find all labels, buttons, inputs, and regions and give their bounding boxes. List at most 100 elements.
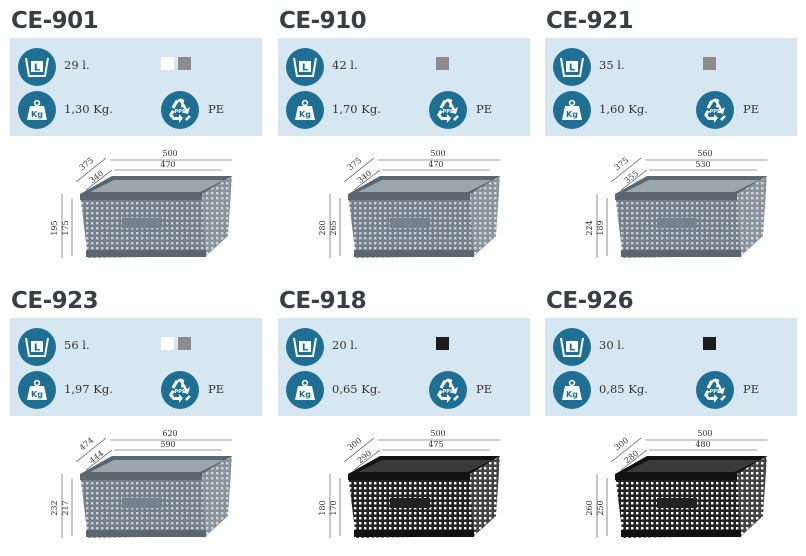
spec-panel: L 20 l. Kg 0,65 Kg. [278, 318, 530, 416]
color-swatch [703, 337, 716, 350]
dim-line [620, 449, 648, 471]
dim-length-inner: 480 [695, 440, 710, 449]
kg-label: Kg [31, 390, 43, 399]
weight-kg-icon: Kg [18, 371, 56, 409]
svg-text:L: L [569, 343, 576, 354]
crate-side [202, 456, 232, 536]
recycle-pp-icon: PPS [161, 91, 199, 129]
material-value: PE [208, 382, 225, 396]
color-swatch [436, 57, 449, 70]
product-card-ce-926: CE-926 L 30 l. Kg 0,85 Kg. [545, 284, 797, 538]
kg-label: Kg [31, 110, 43, 119]
crate-base [354, 530, 474, 537]
svg-text:L: L [34, 63, 41, 74]
crate-front-rim [80, 474, 202, 480]
kg-label: Kg [299, 110, 311, 119]
dim-width-outer: 375 [346, 156, 364, 173]
dim-length-inner: 530 [695, 160, 710, 169]
crate-label-plate [122, 218, 162, 228]
crate-base [86, 530, 206, 537]
volume-icon: L [553, 328, 591, 366]
spec-panel: L 35 l. Kg 1,60 Kg. [545, 38, 797, 136]
volume-value: 29 l. [64, 58, 90, 72]
crate-base [354, 250, 474, 257]
color-swatch [161, 337, 174, 350]
dim-height-inner: 250 [596, 500, 605, 515]
crate-side [202, 176, 232, 256]
dim-length-outer: 500 [430, 429, 445, 438]
dim-length-outer: 560 [697, 149, 712, 158]
dim-height-inner: 217 [61, 500, 70, 515]
dim-line [343, 437, 375, 463]
volume-value: 30 l. [599, 338, 625, 352]
product-code: CE-918 [279, 288, 367, 314]
volume-icon: L [18, 48, 56, 86]
crate-front-rim [615, 474, 737, 480]
volume-value: 56 l. [64, 338, 90, 352]
product-card-ce-918: CE-918 L 20 l. Kg 0,65 Kg. [278, 284, 530, 538]
color-swatch [436, 337, 449, 350]
recycle-pp-icon: PPS [696, 371, 734, 409]
dim-length-outer: 500 [430, 149, 445, 158]
crate-inner [358, 460, 492, 472]
weight-kg-icon: Kg [553, 91, 591, 129]
crate-front-rim [80, 194, 202, 200]
dim-height-inner: 189 [596, 220, 605, 235]
kg-label: Kg [299, 390, 311, 399]
dim-length-inner: 475 [428, 440, 443, 449]
crate-inner [358, 180, 492, 192]
weight-value: 0,65 Kg. [332, 382, 381, 396]
recycle-label: PPS [443, 109, 454, 115]
weight-value: 1,30 Kg. [64, 102, 113, 116]
material-value: PE [743, 382, 760, 396]
dim-height-inner: 265 [329, 220, 338, 235]
crate-front-rim [348, 194, 470, 200]
crate-base [86, 250, 206, 257]
volume-icon: L [286, 328, 324, 366]
dim-length-outer: 500 [162, 149, 177, 158]
kg-label: Kg [566, 390, 578, 399]
dim-line [620, 169, 648, 191]
crate-inner [90, 180, 224, 192]
dim-length-inner: 470 [428, 160, 443, 169]
color-swatch [161, 57, 174, 70]
svg-text:L: L [302, 63, 309, 74]
material-value: PE [743, 102, 760, 116]
product-code: CE-901 [11, 8, 99, 34]
spec-panel: L 56 l. Kg 1,97 Kg. [10, 318, 262, 416]
dim-line [75, 437, 107, 463]
color-swatch [703, 57, 716, 70]
product-card-ce-910: CE-910 L 42 l. Kg 1,70 Kg. [278, 4, 530, 258]
product-card-ce-921: CE-921 L 35 l. Kg 1,60 Kg. [545, 4, 797, 258]
recycle-pp-icon: PPS [429, 371, 467, 409]
recycle-label: PPS [175, 389, 186, 395]
crate-side [737, 456, 767, 536]
spec-panel: L 30 l. Kg 0,85 Kg. [545, 318, 797, 416]
weight-kg-icon: Kg [18, 91, 56, 129]
volume-icon: L [286, 48, 324, 86]
crate-label-plate [657, 218, 697, 228]
recycle-pp-icon: PPS [696, 91, 734, 129]
dim-height-inner: 170 [329, 500, 338, 515]
dim-width-outer: 474 [78, 436, 96, 453]
recycle-label: PPS [443, 389, 454, 395]
dim-width-outer: 375 [78, 156, 96, 173]
recycle-label: PPS [710, 109, 721, 115]
crate-base [621, 530, 741, 537]
dim-height-inner: 175 [61, 220, 70, 235]
dim-length-outer: 500 [697, 429, 712, 438]
recycle-pp-icon: PPS [429, 91, 467, 129]
volume-icon: L [553, 48, 591, 86]
dim-height-outer: 260 [585, 500, 594, 515]
weight-kg-icon: Kg [286, 91, 324, 129]
product-code: CE-923 [11, 288, 99, 314]
dim-height-outer: 195 [50, 220, 59, 235]
product-code: CE-926 [546, 288, 634, 314]
dim-line [353, 169, 381, 191]
dim-line [610, 157, 642, 183]
crate-front-rim [615, 194, 737, 200]
weight-value: 1,70 Kg. [332, 102, 381, 116]
